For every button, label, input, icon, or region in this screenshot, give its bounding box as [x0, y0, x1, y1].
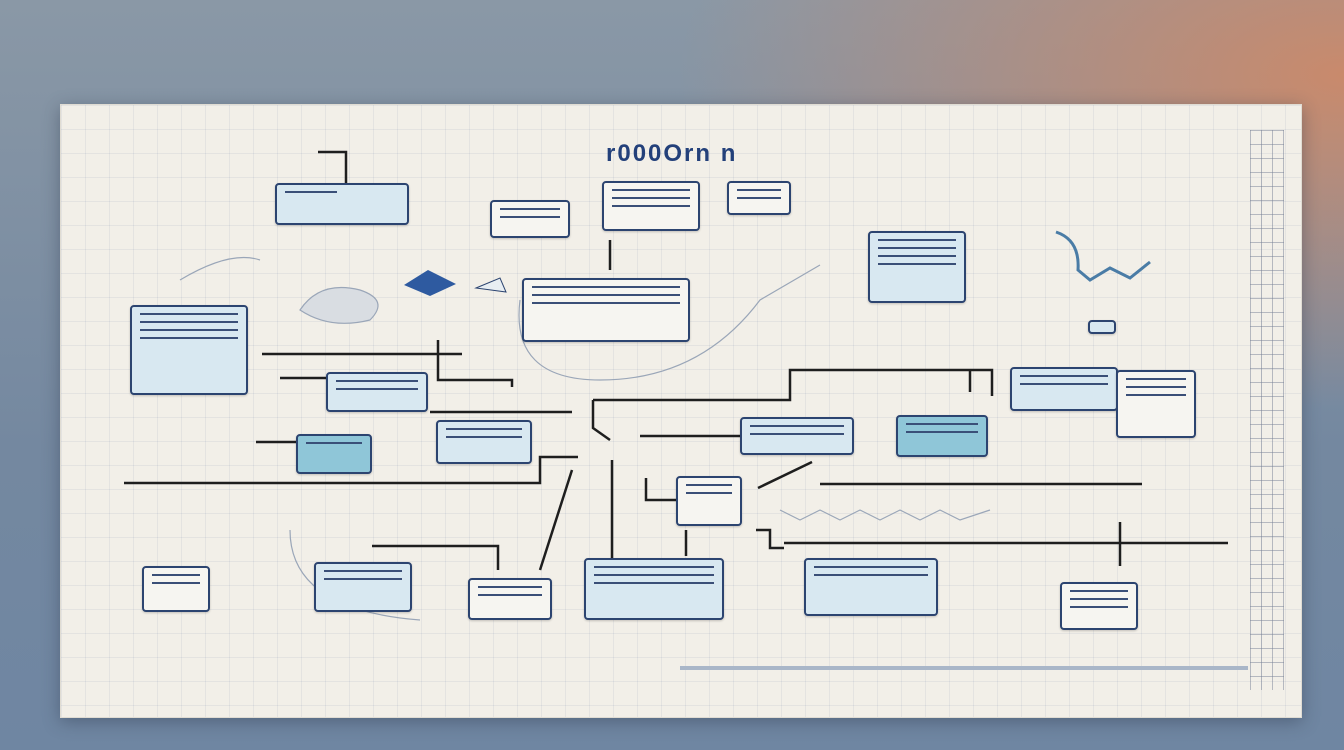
node-box[interactable] [130, 305, 248, 395]
node-box[interactable] [142, 566, 210, 612]
node-box[interactable] [727, 181, 791, 215]
node-box[interactable] [522, 278, 690, 342]
node-box[interactable] [584, 558, 724, 620]
node-box[interactable] [1010, 367, 1118, 411]
node-box[interactable] [896, 415, 988, 457]
grid-ladder [1250, 130, 1284, 690]
node-box[interactable] [436, 420, 532, 464]
node-box[interactable] [1116, 370, 1196, 438]
diamond-shape [404, 270, 456, 296]
node-box[interactable] [1088, 320, 1116, 334]
node-box[interactable] [326, 372, 428, 412]
diagram-title: r000Orn n [606, 140, 738, 167]
node-box[interactable] [602, 181, 700, 231]
node-box[interactable] [868, 231, 966, 303]
node-box[interactable] [314, 562, 412, 612]
node-box[interactable] [468, 578, 552, 620]
node-box[interactable] [804, 558, 938, 616]
node-box[interactable] [1060, 582, 1138, 630]
node-box[interactable] [296, 434, 372, 474]
node-box[interactable] [676, 476, 742, 526]
node-box[interactable] [740, 417, 854, 455]
node-box[interactable] [490, 200, 570, 238]
node-box[interactable] [275, 183, 409, 225]
